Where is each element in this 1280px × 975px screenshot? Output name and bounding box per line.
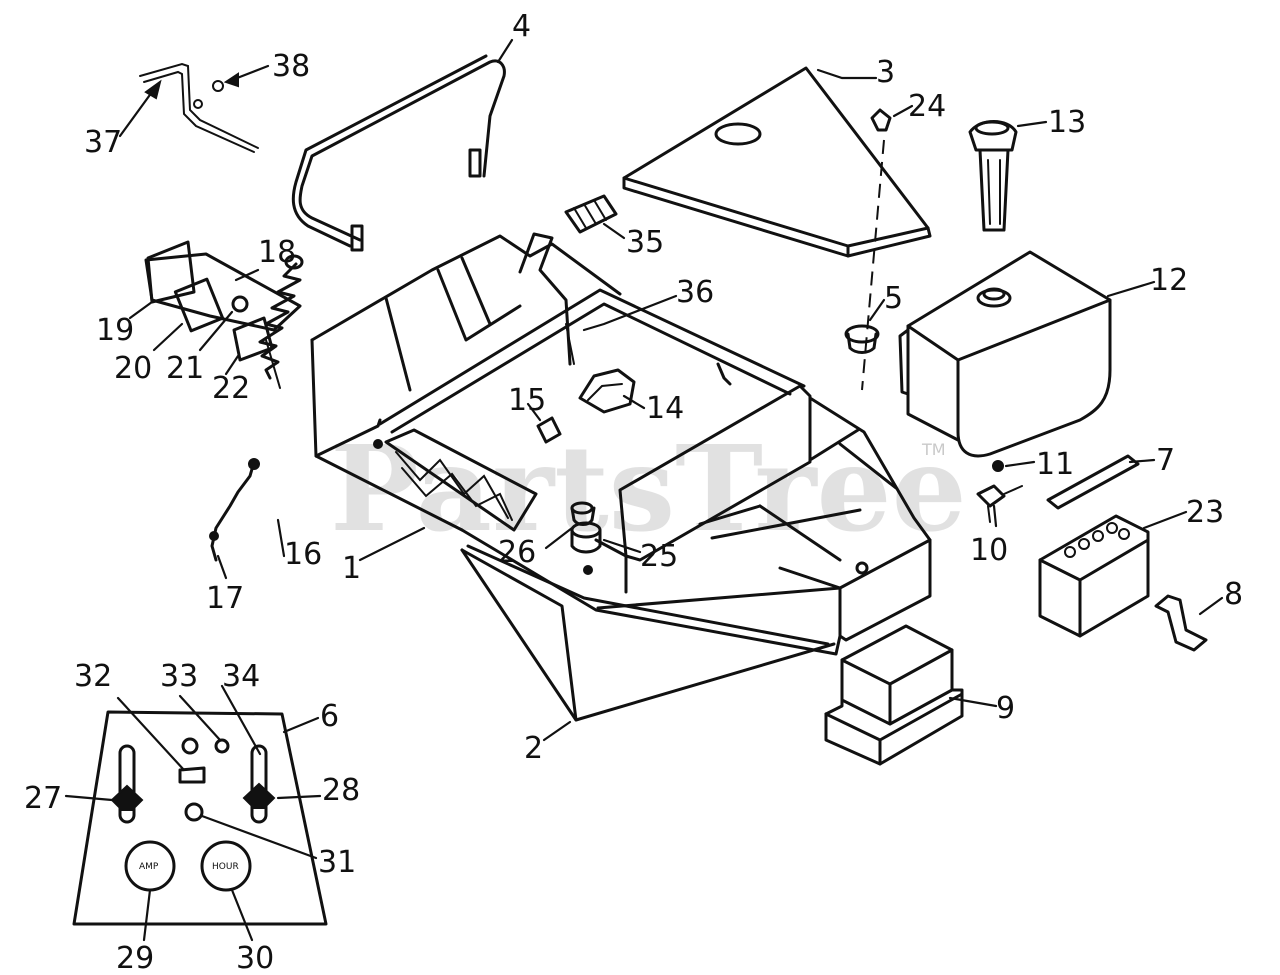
callout-22: 22 [212, 371, 250, 406]
callout-9: 9 [996, 691, 1015, 726]
part-grip [564, 194, 618, 234]
callout-5: 5 [884, 281, 903, 316]
part-main-frame [310, 232, 932, 656]
part-cable [209, 458, 260, 562]
part-battery [1038, 514, 1150, 638]
part-bent-rod [291, 54, 506, 252]
callout-36: 36 [676, 275, 714, 310]
callout-34: 34 [222, 659, 260, 694]
part-valve [976, 460, 1023, 523]
dash-panel: AMP HOUR [72, 710, 328, 926]
part-latch [578, 368, 636, 414]
part-caps [844, 108, 892, 391]
part-knob [536, 416, 562, 444]
leader-lines [64, 38, 1224, 942]
part-fuel-tank [898, 250, 1112, 458]
callout-18: 18 [258, 235, 296, 270]
callout-3: 3 [876, 55, 895, 90]
hour-gauge-label: HOUR [212, 862, 239, 872]
watermark-text: PartsTree [330, 419, 967, 558]
callout-2: 2 [524, 731, 543, 766]
hour-gauge [200, 840, 252, 892]
callout-26: 26 [498, 535, 536, 570]
part-strip [1046, 454, 1140, 510]
callout-4: 4 [512, 9, 531, 44]
callout-13: 13 [1048, 105, 1086, 140]
part-rod-clip [139, 62, 259, 153]
callout-33: 33 [160, 659, 198, 694]
callout-1: 1 [342, 551, 361, 586]
part-filler-neck [968, 120, 1018, 232]
callout-15: 15 [508, 383, 546, 418]
callout-20: 20 [114, 351, 152, 386]
watermark-trademark: TM [921, 440, 946, 459]
callout-28: 28 [322, 773, 360, 808]
callout-21: 21 [166, 351, 204, 386]
callout-6: 6 [320, 699, 339, 734]
callout-14: 14 [646, 391, 684, 426]
callout-38: 38 [272, 49, 310, 84]
amp-gauge-label: AMP [139, 862, 159, 872]
callout-16: 16 [284, 537, 322, 572]
callout-11: 11 [1036, 447, 1074, 482]
callout-32: 32 [74, 659, 112, 694]
callout-7: 7 [1156, 443, 1175, 478]
callout-37: 37 [84, 125, 122, 160]
callout-24: 24 [908, 89, 946, 124]
callout-29: 29 [116, 941, 154, 975]
callout-30: 30 [236, 941, 274, 975]
callout-31: 31 [318, 845, 356, 880]
callout-35: 35 [626, 225, 664, 260]
part-bushings [570, 501, 602, 554]
callout-8: 8 [1224, 577, 1243, 612]
part-cover-plate [622, 66, 932, 258]
part-spring [258, 254, 304, 380]
part-lower-tray [460, 548, 836, 722]
callout-10: 10 [970, 533, 1008, 568]
callout-labels: 37 38 4 3 24 13 12 35 36 18 19 20 21 22 … [24, 9, 1243, 975]
part-bracket [1154, 594, 1208, 652]
callout-23: 23 [1186, 495, 1224, 530]
part-block [824, 624, 964, 766]
callout-27: 27 [24, 781, 62, 816]
callout-17: 17 [206, 581, 244, 616]
callout-19: 19 [96, 313, 134, 348]
callout-25: 25 [640, 539, 678, 574]
callout-12: 12 [1150, 263, 1188, 298]
